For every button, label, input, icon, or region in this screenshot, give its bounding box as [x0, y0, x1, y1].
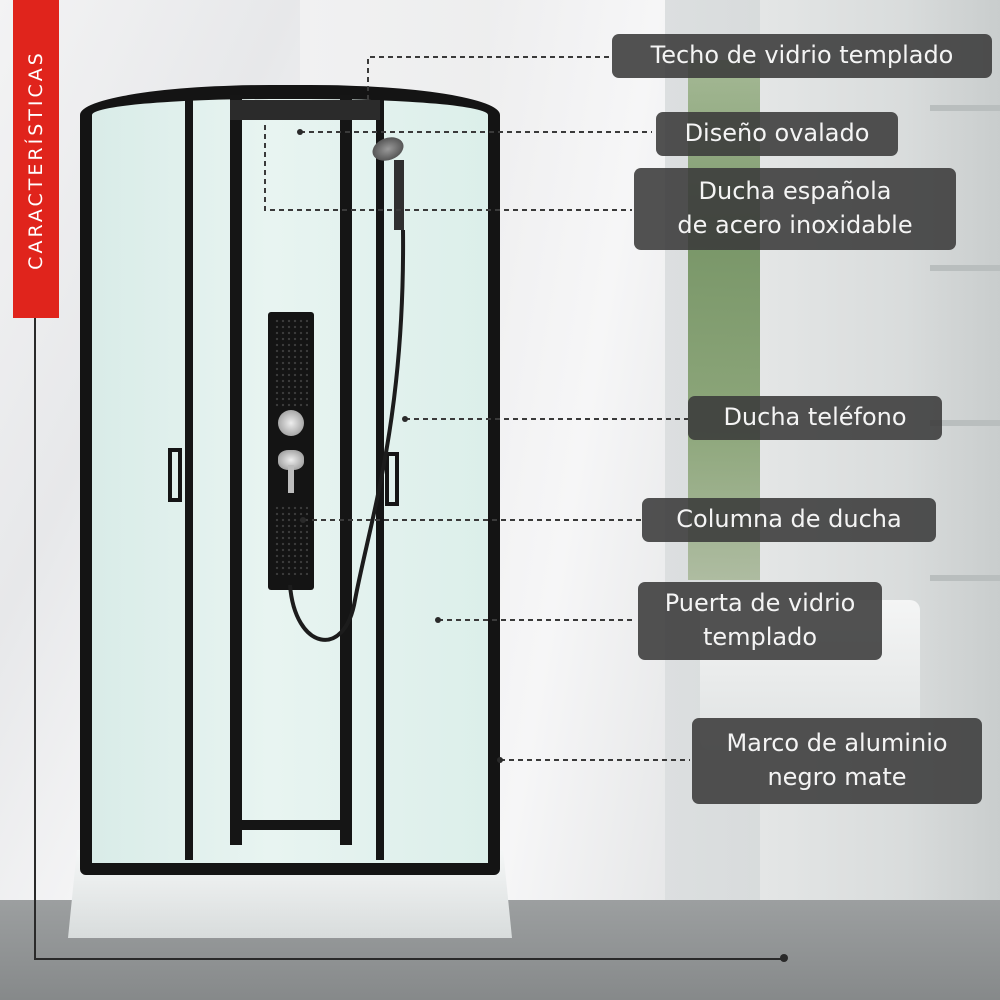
- characteristics-badge: [13, 0, 59, 318]
- feature-label-text: Puerta de vidrio: [664, 589, 856, 617]
- feature-label-text: Marco de aluminio: [726, 729, 948, 757]
- shower-column-jets: [274, 318, 308, 408]
- feature-label-puerta: Puerta de vidrio templado: [638, 582, 882, 660]
- cabin-frame-bar: [230, 95, 242, 845]
- decor-line: [34, 958, 784, 960]
- feature-label-text: Ducha española: [698, 177, 892, 205]
- feature-label-marco: Marco de aluminio negro mate: [692, 718, 982, 804]
- hand-shower-handle: [394, 160, 404, 230]
- feature-label-ducha-telefono: Ducha teléfono: [688, 396, 942, 440]
- rain-shower-head: [230, 100, 380, 120]
- feature-label-ducha-espanola: Ducha española de acero inoxidable: [634, 168, 956, 250]
- shelf: [930, 575, 1000, 581]
- shelf: [930, 265, 1000, 271]
- feature-label-text: templado: [702, 623, 818, 651]
- feature-label-text: negro mate: [767, 763, 907, 791]
- leader-ducha-espanola: [264, 125, 632, 211]
- mixer-lever: [288, 465, 294, 493]
- feature-label-techo: Techo de vidrio templado: [612, 34, 992, 78]
- diverter-knob: [278, 410, 304, 436]
- door-handle: [385, 452, 399, 506]
- leader-techo: [367, 56, 612, 100]
- callout-dot: [497, 757, 503, 763]
- mixer-lever: [278, 450, 304, 470]
- feature-label-text: Columna de ducha: [676, 505, 902, 533]
- callout-dot: [300, 517, 306, 523]
- door-handle: [168, 448, 182, 502]
- callout-dot: [402, 416, 408, 422]
- decor-line: [34, 318, 36, 960]
- door-frame-bar: [185, 100, 193, 860]
- marble-wall-right: [490, 0, 665, 930]
- feature-label-text: Ducha teléfono: [723, 403, 907, 431]
- decor-dot: [780, 954, 788, 962]
- feature-label-text: Techo de vidrio templado: [650, 41, 954, 69]
- feature-label-text: Diseño ovalado: [684, 119, 870, 147]
- shower-hose: [288, 229, 406, 642]
- callout-dot: [297, 129, 303, 135]
- characteristics-badge-text: CARACTERÍSTICAS: [25, 50, 47, 270]
- callout-dot: [435, 617, 441, 623]
- feature-label-text: de acero inoxidable: [677, 211, 913, 239]
- cabin-frame-bar: [340, 95, 352, 845]
- feature-label-diseno: Diseño ovalado: [656, 112, 898, 156]
- shelf: [930, 105, 1000, 111]
- cabin-frame-bar: [230, 820, 352, 830]
- shelf: [930, 420, 1000, 426]
- shower-column-jets: [274, 505, 308, 575]
- feature-label-columna: Columna de ducha: [642, 498, 936, 542]
